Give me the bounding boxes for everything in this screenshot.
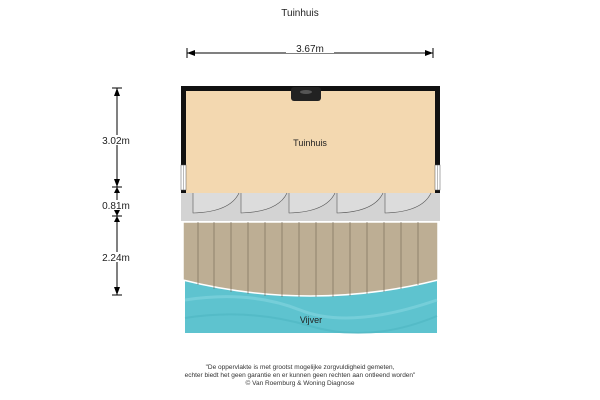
shed-room: Tuinhuis: [180, 86, 441, 193]
copyright: © Van Roemburg & Woning Diagnose: [246, 379, 355, 387]
width-label: 3.67m: [296, 44, 324, 55]
height-dimension: 3.02m 0.81m 2.24m: [93, 87, 139, 296]
room-label-shed: Tuinhuis: [293, 138, 327, 148]
height-label-terrace: 0.81m: [102, 201, 130, 212]
height-label-shed: 3.02m: [102, 136, 130, 147]
width-dimension: 3.67m: [186, 44, 434, 58]
plan-title: Tuinhuis: [281, 8, 318, 19]
height-label-deck: 2.24m: [102, 253, 130, 264]
disclaimer-line-1: "De oppervlakte is met grootst mogelijke…: [206, 364, 395, 371]
disclaimer: "De oppervlakte is met grootst mogelijke…: [185, 364, 416, 387]
door-icons: [192, 192, 432, 214]
room-label-pond: Vijver: [300, 315, 322, 325]
disclaimer-line-2: echter biedt het geen garantie en er kun…: [185, 372, 416, 379]
deck: [182, 221, 439, 297]
terrace: [181, 192, 440, 221]
